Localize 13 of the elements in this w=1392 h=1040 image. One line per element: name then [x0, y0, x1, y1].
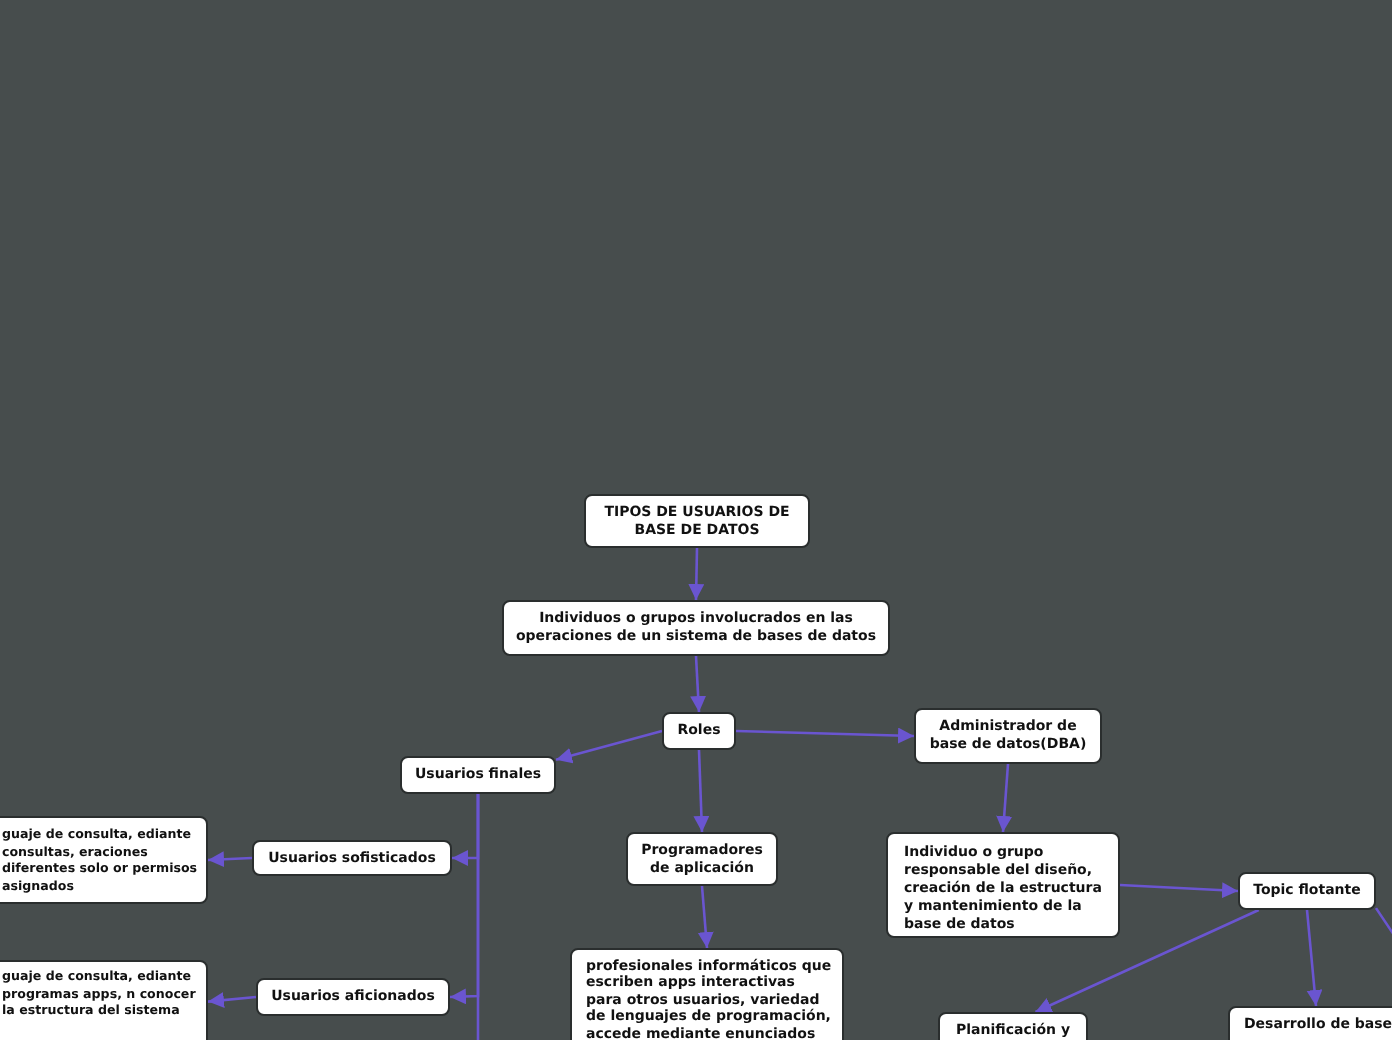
arrow	[207, 992, 257, 1009]
arrow	[207, 851, 253, 868]
arrow	[690, 655, 707, 713]
arrow	[996, 763, 1013, 833]
arrow	[735, 727, 915, 744]
arrow	[688, 547, 705, 601]
arrow	[1119, 882, 1239, 899]
arrow	[693, 749, 710, 833]
connector-line	[476, 794, 480, 1040]
arrow	[1305, 909, 1323, 1007]
arrow	[1034, 908, 1260, 1014]
arrow	[697, 885, 714, 949]
arrow	[555, 729, 663, 764]
